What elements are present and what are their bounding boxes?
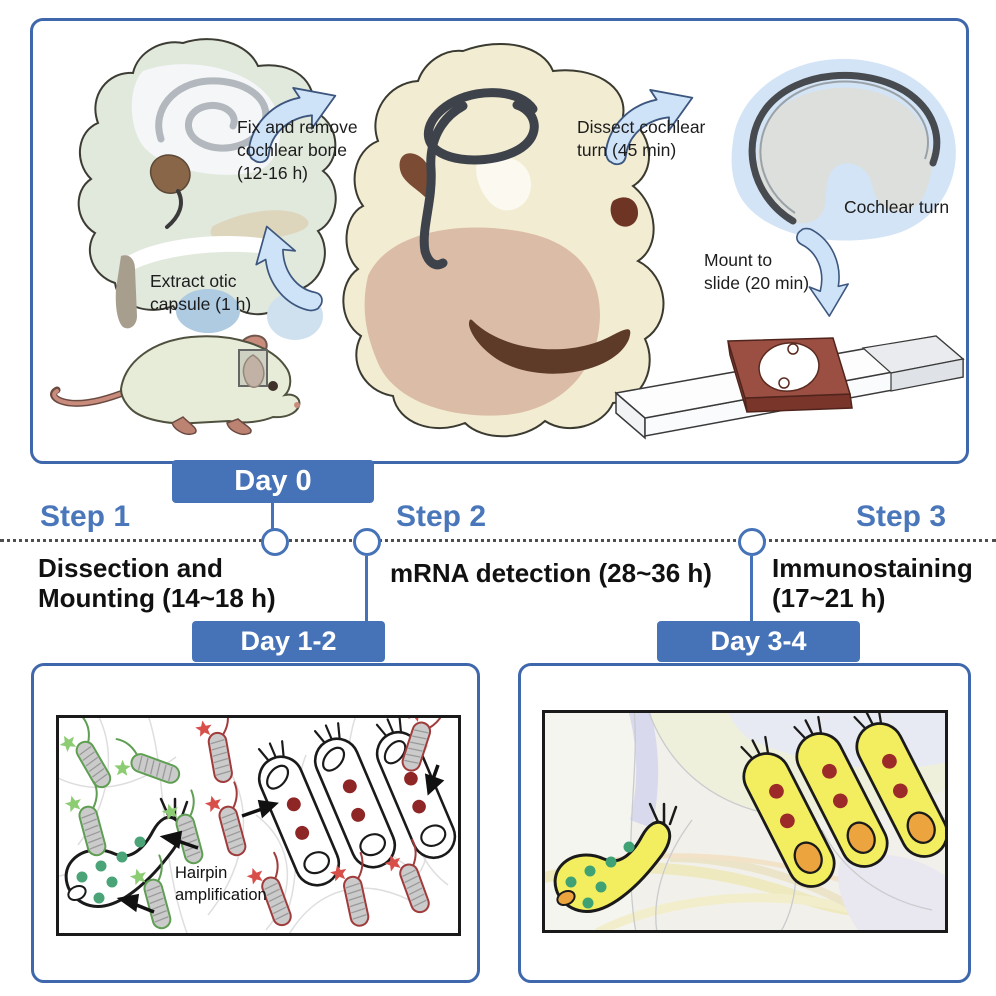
label-mount-slide: Mount to slide (20 min) bbox=[704, 250, 810, 293]
label-cochlear-turn: Cochlear turn bbox=[844, 197, 950, 217]
dissection-illustration bbox=[50, 38, 965, 440]
day0-connector bbox=[271, 502, 274, 529]
step1-label: Step 1 bbox=[40, 500, 131, 533]
day12-connector bbox=[365, 556, 368, 622]
label-fix-remove: Fix and remove cochlear bone (12-16 h) bbox=[237, 117, 358, 183]
step2-description: mRNA detection (28~36 h) bbox=[390, 558, 712, 588]
mouse-eye bbox=[268, 381, 278, 391]
hairpin-amplification-caption: Hairpin amplification bbox=[175, 864, 267, 905]
immunostaining-panel bbox=[518, 663, 971, 983]
otic-capsule-illustration bbox=[77, 38, 337, 340]
step2-label: Step 2 bbox=[396, 500, 487, 533]
label-extract-otic: Extract otic capsule (1 h) bbox=[150, 271, 252, 314]
slide-illustration bbox=[614, 335, 965, 440]
day0-badge: Day 0 bbox=[172, 460, 374, 503]
annotation-arrows bbox=[116, 764, 445, 914]
step3-label: Step 3 bbox=[856, 500, 947, 533]
day34-connector bbox=[750, 556, 753, 622]
hairpin-amplification-illustration bbox=[56, 715, 461, 936]
step1-description: Dissection and Mounting (14~18 h) bbox=[38, 553, 276, 614]
cochlea-illustration bbox=[342, 43, 665, 438]
dissection-panel bbox=[30, 18, 969, 464]
day12-badge: Day 1-2 bbox=[192, 621, 385, 662]
mrna-detection-panel bbox=[31, 663, 480, 983]
timeline-dotted-line bbox=[0, 539, 996, 542]
timeline-node-2 bbox=[353, 528, 381, 556]
step3-description: Immunostaining (17~21 h) bbox=[772, 553, 973, 614]
cochlear-turn-illustration bbox=[731, 58, 956, 241]
day34-badge: Day 3-4 bbox=[657, 621, 860, 662]
timeline-node-3 bbox=[738, 528, 766, 556]
timeline-node-1 bbox=[261, 528, 289, 556]
immunostaining-illustration bbox=[542, 710, 948, 933]
label-dissect-turn: Dissect cochlear turn (45 min) bbox=[577, 117, 706, 160]
mouse-illustration bbox=[50, 334, 301, 435]
